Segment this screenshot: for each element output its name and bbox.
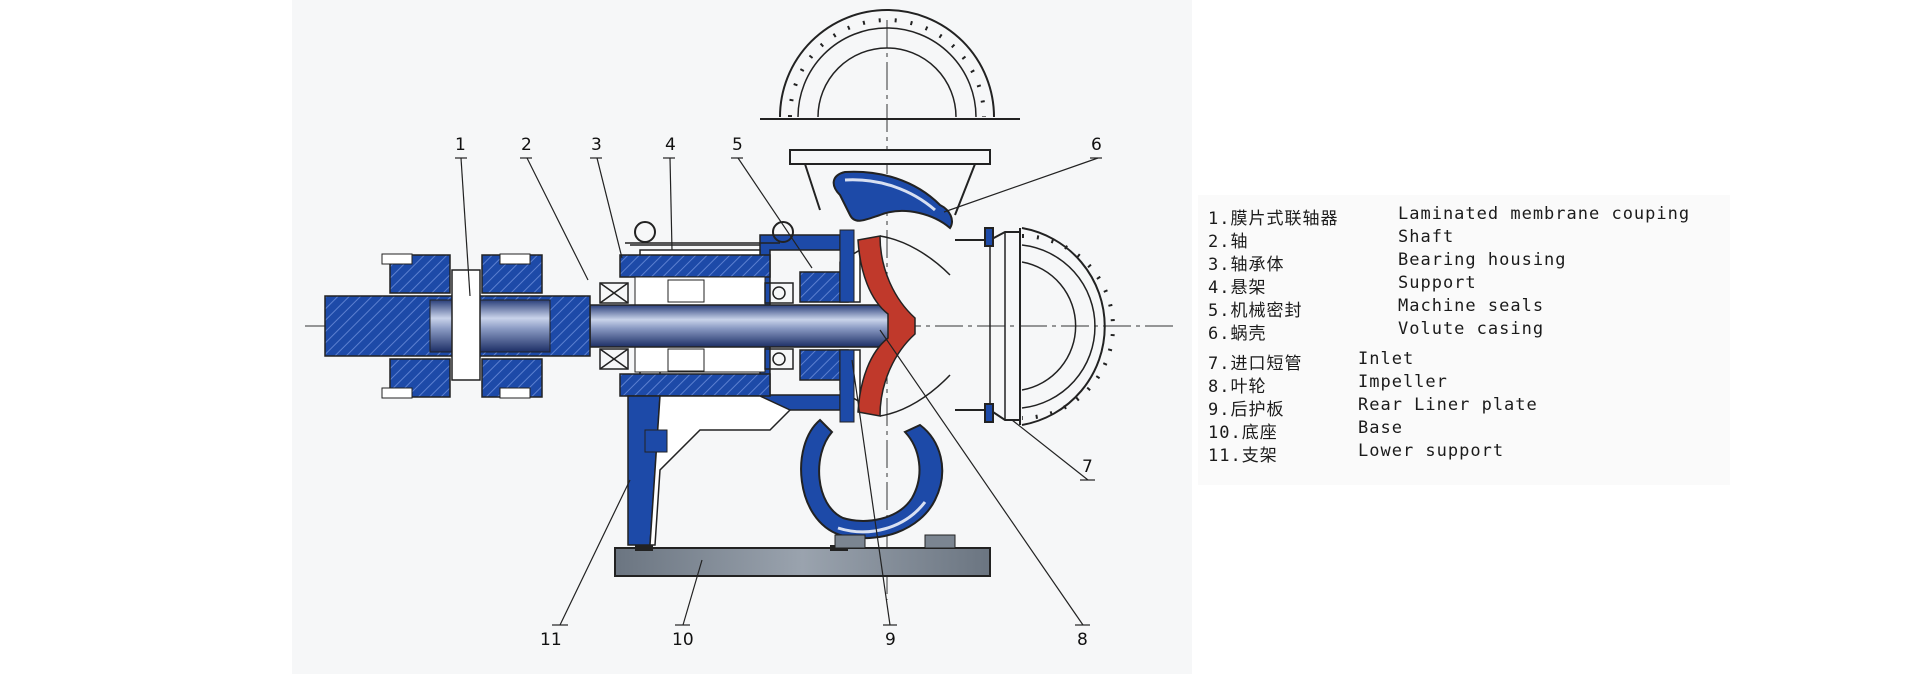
callout-10: 10 <box>672 630 694 650</box>
legend-item-cn: 9.后护板 <box>1208 400 1285 420</box>
legend-background <box>1198 195 1730 485</box>
legend-item-en: Rear Liner plate <box>1358 395 1538 415</box>
legend-item-en: Support <box>1398 273 1477 293</box>
legend-item-cn: 10.底座 <box>1208 423 1278 443</box>
discharge-neck <box>789 149 991 216</box>
callout-3: 3 <box>591 135 602 155</box>
rear-liner-plate <box>839 229 855 423</box>
volute-casing <box>800 170 953 540</box>
callout-9: 9 <box>885 630 896 650</box>
legend-item-en: Inlet <box>1358 349 1415 369</box>
callout-11: 11 <box>540 630 562 650</box>
legend-item-cn: 6.蜗壳 <box>1208 324 1267 344</box>
legend-item-en: Lower support <box>1358 441 1505 461</box>
callout-8: 8 <box>1077 630 1088 650</box>
legend-item-cn: 11.支架 <box>1208 446 1278 466</box>
callout-2: 2 <box>521 135 532 155</box>
bearings <box>599 282 794 370</box>
legend-item-cn: 8.叶轮 <box>1208 377 1267 397</box>
inlet-flange <box>1019 227 1115 426</box>
callout-4: 4 <box>665 135 676 155</box>
membrane-coupling <box>381 253 543 399</box>
legend-item-en: Base <box>1358 418 1403 438</box>
legend-item-cn: 4.悬架 <box>1208 278 1267 298</box>
legend-item-cn: 1.膜片式联轴器 <box>1208 209 1339 229</box>
callout-6: 6 <box>1091 135 1102 155</box>
callout-1: 1 <box>455 135 466 155</box>
legend-item-cn: 7.进口短管 <box>1208 354 1303 374</box>
legend-item-en: Laminated membrane couping <box>1398 204 1691 224</box>
legend-item-en: Impeller <box>1358 372 1448 392</box>
inlet-pipe <box>955 227 1020 423</box>
legend-item-en: Machine seals <box>1398 296 1545 316</box>
legend-item-en: Shaft <box>1398 227 1455 247</box>
legend-item-cn: 3.轴承体 <box>1208 255 1285 275</box>
impeller <box>857 235 951 417</box>
callout-5: 5 <box>732 135 743 155</box>
legend-item-en: Volute casing <box>1398 319 1545 339</box>
legend-item-cn: 5.机械密封 <box>1208 301 1303 321</box>
legend-item-cn: 2.轴 <box>1208 232 1249 252</box>
discharge-flange <box>760 9 1020 120</box>
lower-support-bracket <box>627 395 792 546</box>
legend-item-en: Bearing housing <box>1398 250 1567 270</box>
callout-7: 7 <box>1082 457 1093 477</box>
shaft <box>324 295 891 357</box>
callout-leaders <box>455 157 1102 626</box>
callout-numbers: 1 2 3 4 5 6 7 8 9 10 11 <box>455 135 1102 650</box>
base <box>614 534 991 577</box>
